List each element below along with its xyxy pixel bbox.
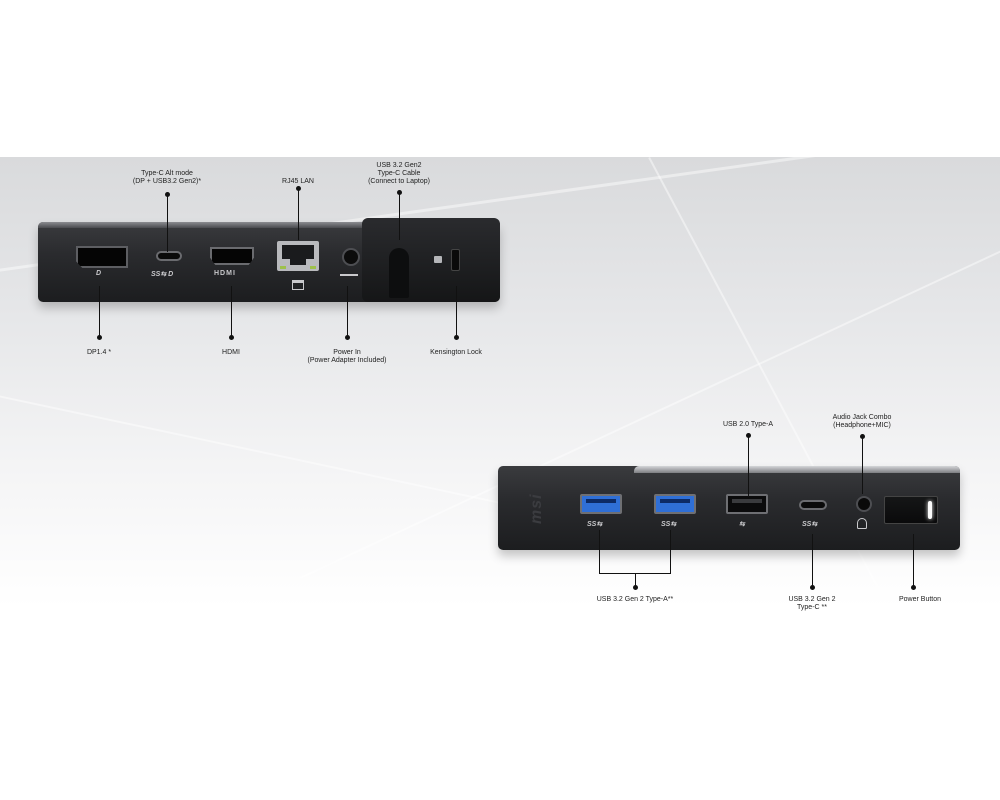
dc-power-in-port	[342, 248, 360, 266]
callout-displayport: DP1.4 *	[86, 349, 112, 356]
rj45-lan-port	[277, 241, 319, 271]
callout-typec-alt-mode: Type-C Alt mode (DP + USB3.2 Gen2)*	[132, 170, 202, 185]
displayport-icon: D	[96, 270, 102, 277]
callout-hdmi: HDMI	[222, 349, 240, 356]
front-dock-body: D SS⇆ D HDMI	[38, 218, 500, 302]
usb32-type-a-port-1	[580, 494, 622, 514]
superspeed-dp-icon: SS⇆ D	[151, 271, 174, 278]
hdmi-port	[210, 247, 254, 265]
callout-kensington-lock: Kensington Lock	[430, 349, 482, 356]
front-dock-cable-housing	[362, 218, 500, 302]
displayport-port	[76, 246, 128, 268]
back-dock-top-edge	[634, 466, 960, 473]
audio-jack-port	[856, 496, 872, 512]
callout-usb20-type-a: USB 2.0 Type-A	[722, 421, 774, 428]
superspeed-icon-1: SS⇆	[587, 521, 603, 528]
usb32-type-c-port	[799, 500, 827, 510]
headset-icon	[857, 518, 867, 529]
callout-audio-jack: Audio Jack Combo (Headphone+MIC)	[832, 414, 892, 429]
kensington-lock-slot	[451, 249, 460, 271]
callout-power-button: Power Button	[898, 596, 942, 603]
callout-usb32-type-a: USB 3.2 Gen 2 Type-A**	[596, 596, 674, 603]
typec-alt-mode-port	[156, 251, 182, 261]
network-icon	[292, 280, 304, 290]
front-dock-top-edge	[38, 222, 500, 228]
callout-usb-cable: USB 3.2 Gen2 Type-C Cable (Connect to La…	[368, 162, 430, 185]
usb32-type-a-port-2	[654, 494, 696, 514]
superspeed-icon-2: SS⇆	[661, 521, 677, 528]
callout-usb32-type-c: USB 3.2 Gen 2 Type-C **	[788, 596, 836, 611]
lock-icon	[434, 256, 442, 263]
usb20-type-a-port	[726, 494, 768, 514]
dc-power-icon	[340, 274, 358, 276]
power-button	[884, 496, 938, 524]
power-led	[928, 501, 932, 519]
callout-rj45-lan: RJ45 LAN	[282, 178, 314, 185]
back-dock-body: msi SS⇆ SS⇆ ⇆ SS⇆	[498, 466, 960, 550]
superspeed-icon-c: SS⇆	[802, 521, 818, 528]
callout-power-in: Power In (Power Adapter Included)	[307, 349, 387, 364]
usb-c-cable-exit	[389, 248, 409, 298]
hdmi-logo-icon: HDMI	[214, 270, 236, 277]
msi-logo: msi	[528, 493, 545, 524]
usb-icon: ⇆	[739, 521, 745, 528]
